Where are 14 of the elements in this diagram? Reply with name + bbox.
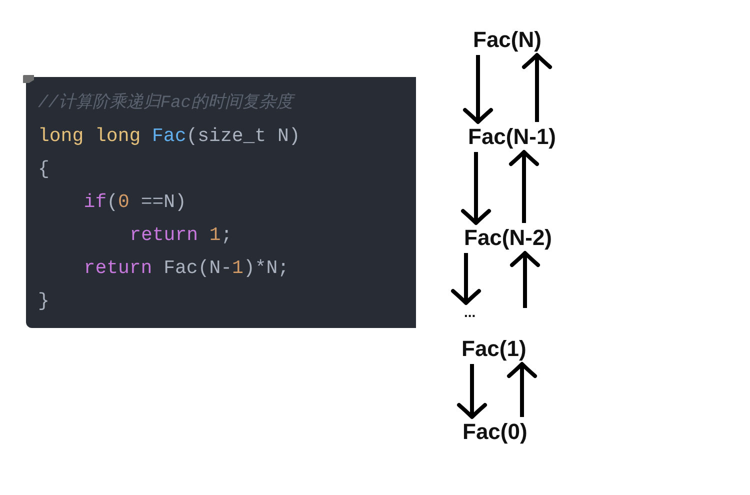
code-line: } [38, 288, 50, 314]
code-line: { [38, 156, 50, 182]
code-line: return 1; [130, 222, 232, 248]
code-line: return Fac(N-1)*N; [84, 256, 290, 280]
call-label: Fac(N-2) [464, 225, 552, 251]
code-panel [26, 77, 416, 328]
call-label: Fac(N) [473, 27, 542, 53]
call-label: Fac(1) [462, 336, 526, 362]
code-comment: //计算阶乘递归Fac的时间复杂度 [38, 92, 294, 114]
code-line: if(0 ==N) [84, 190, 186, 214]
call-label: Fac(0) [462, 419, 528, 445]
call-label: Fac(N-1) [468, 124, 556, 150]
ellipsis-label: ... [464, 305, 476, 319]
code-line: long long Fac(size_t N) [38, 124, 300, 148]
